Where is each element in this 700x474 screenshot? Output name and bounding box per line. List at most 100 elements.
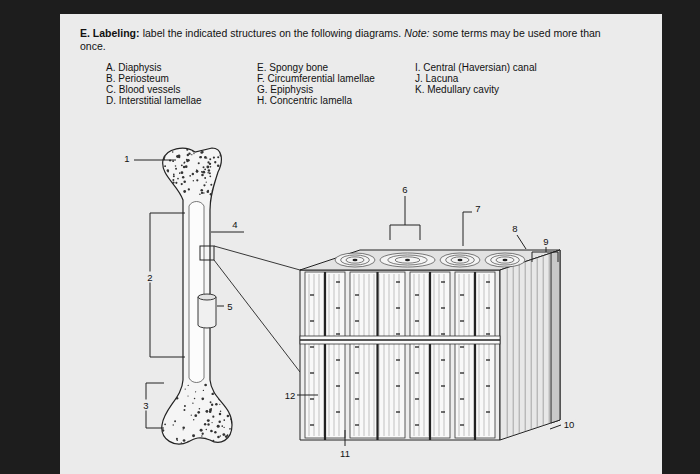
spongy-dot [215,445,217,447]
spongy-dot [200,156,202,158]
spongy-dot [217,164,220,167]
spongy-dot [160,398,162,400]
spongy-dot [210,401,212,403]
callout-number: 2 [146,272,153,283]
spongy-dot [193,153,194,154]
callout-number: 1 [123,153,130,164]
spongy-dot [218,390,220,392]
spongy-dot [219,398,221,400]
spongy-dot [203,184,205,186]
spongy-dot [162,184,165,187]
spongy-dot [193,180,194,181]
spongy-dot [183,439,186,442]
lacuna-mark [336,385,340,386]
leader-line [297,395,318,396]
spongy-dot [223,400,225,402]
spongy-dot [162,388,164,390]
spongy-dot [191,154,192,155]
spongy-dot [209,440,212,443]
lacuna-mark [441,307,445,308]
circumferential-lamella [537,258,538,428]
spongy-dot [216,445,218,447]
spongy-dot [213,441,214,442]
leader-line [217,306,224,307]
spongy-dot [209,175,211,177]
spongy-dot [218,390,220,392]
spongy-dot [222,395,224,397]
central-canal [458,259,463,262]
femur-outline [162,148,232,444]
concentric-lamella [395,257,420,263]
medullary-cavity [189,202,204,383]
spongy-dot [167,179,170,182]
spongy-dot [217,384,219,386]
spongy-dot [185,388,186,389]
lacuna-mark [396,411,400,412]
spongy-dot [211,393,213,395]
concentric-lamella [440,253,480,267]
spongy-dot [212,190,213,191]
spongy-dot [220,410,221,411]
term-option: G. Epiphysis [257,84,313,95]
spongy-dot [172,179,174,181]
spongy-dot [218,146,221,149]
spongy-dot [187,159,190,162]
spongy-dot [159,192,162,195]
spongy-dot [225,166,226,167]
leader-line [134,160,176,161]
spongy-dot [158,437,159,438]
spongy-dot [218,394,220,396]
term-option: C. Blood vessels [106,84,180,95]
spongy-dot [192,434,195,437]
spongy-dot [171,194,174,197]
callout-number: 5 [226,301,233,312]
spongy-dot [191,415,192,416]
lacuna-mark [355,294,359,295]
lacuna-mark [460,424,464,425]
spongy-dot [184,405,186,407]
spongy-dot [160,157,162,159]
spongy-dot [164,423,166,425]
circumferential-lamella [549,254,550,424]
term-option: E. Spongy bone [257,62,328,73]
lamella-line [394,274,395,436]
spongy-dot [160,394,162,396]
spongy-dot [195,391,196,392]
lacuna-mark [415,346,419,347]
lacuna-mark [486,359,490,360]
spongy-dot [168,404,170,406]
spongy-dot [223,390,226,393]
spongy-dot [203,192,205,194]
spongy-dot [223,419,225,421]
spongy-dot [188,385,189,386]
term-option: B. Periosteum [106,73,169,84]
spongy-dot [181,164,183,166]
spongy-dot [203,166,205,168]
lacuna-mark [355,398,359,399]
lamella-line [419,274,420,436]
blood-vessel [376,272,378,440]
spongy-dot [188,152,190,154]
spongy-dot [206,166,209,169]
spongy-dot [229,428,231,430]
bone-section [198,297,216,328]
spongy-dot [227,415,229,417]
concentric-lamella [388,255,428,265]
spongy-dot [210,430,213,433]
paper [60,14,662,474]
spongy-dot [193,419,194,420]
spongy-dot [177,178,179,180]
spongy-dot [183,162,184,163]
spongy-dot [164,144,166,146]
callout-number: 7 [474,203,481,214]
spongy-dot [209,172,211,174]
lamella-line [484,274,485,436]
lacuna-mark [441,281,445,282]
circumferential-lamella [519,264,520,434]
spongy-dot [205,147,207,149]
spongy-dot [217,156,219,158]
circumferential-lamella [543,256,544,426]
instruction-text: label the indicated structures on the fo… [143,27,402,39]
